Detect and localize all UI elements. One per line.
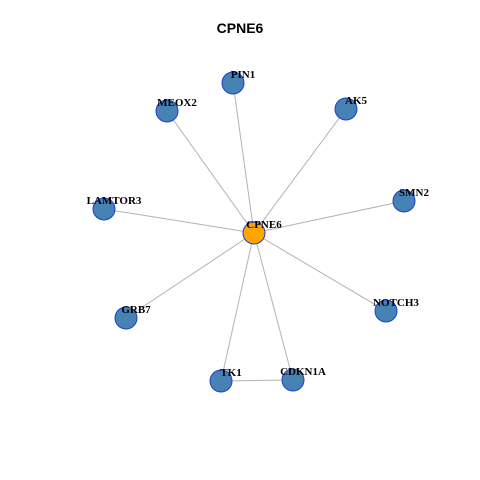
node-tk1 [209,369,233,393]
edge-cpne6-tk1 [220,232,255,382]
node-label-meox2: MEOX2 [157,97,197,109]
node-label-pin1: PIN1 [231,69,255,81]
node-label-notch3: NOTCH3 [373,297,419,309]
edge-cpne6-cdkn1a [253,232,294,381]
node-label-cpne6: CPNE6 [246,219,282,231]
node-label-smn2: SMN2 [399,187,429,199]
node-label-lamtor3: LAMTOR3 [87,195,142,207]
node-grb7 [114,306,138,330]
node-lamtor3 [92,197,116,221]
edge-cpne6-smn2 [253,200,405,234]
edge-cpne6-notch3 [253,232,387,312]
node-pin1 [221,71,245,95]
diagram-title: CPNE6 [216,20,264,36]
edge-cpne6-lamtor3 [103,208,255,234]
edge-cpne6-ak5 [253,108,347,234]
edge-tk1-cdkn1a [220,379,294,382]
node-cdkn1a [281,368,305,392]
node-label-cdkn1a: CDKN1A [280,366,326,378]
node-label-ak5: AK5 [345,95,368,107]
node-meox2 [155,99,179,123]
edge-cpne6-meox2 [166,110,255,234]
node-cpne6 [242,221,266,245]
node-smn2 [392,189,416,213]
edge-cpne6-grb7 [125,232,255,319]
edge-cpne6-pin1 [232,82,255,234]
node-label-tk1: TK1 [220,367,241,379]
node-notch3 [374,299,398,323]
node-ak5 [334,97,358,121]
node-label-grb7: GRB7 [121,304,151,316]
